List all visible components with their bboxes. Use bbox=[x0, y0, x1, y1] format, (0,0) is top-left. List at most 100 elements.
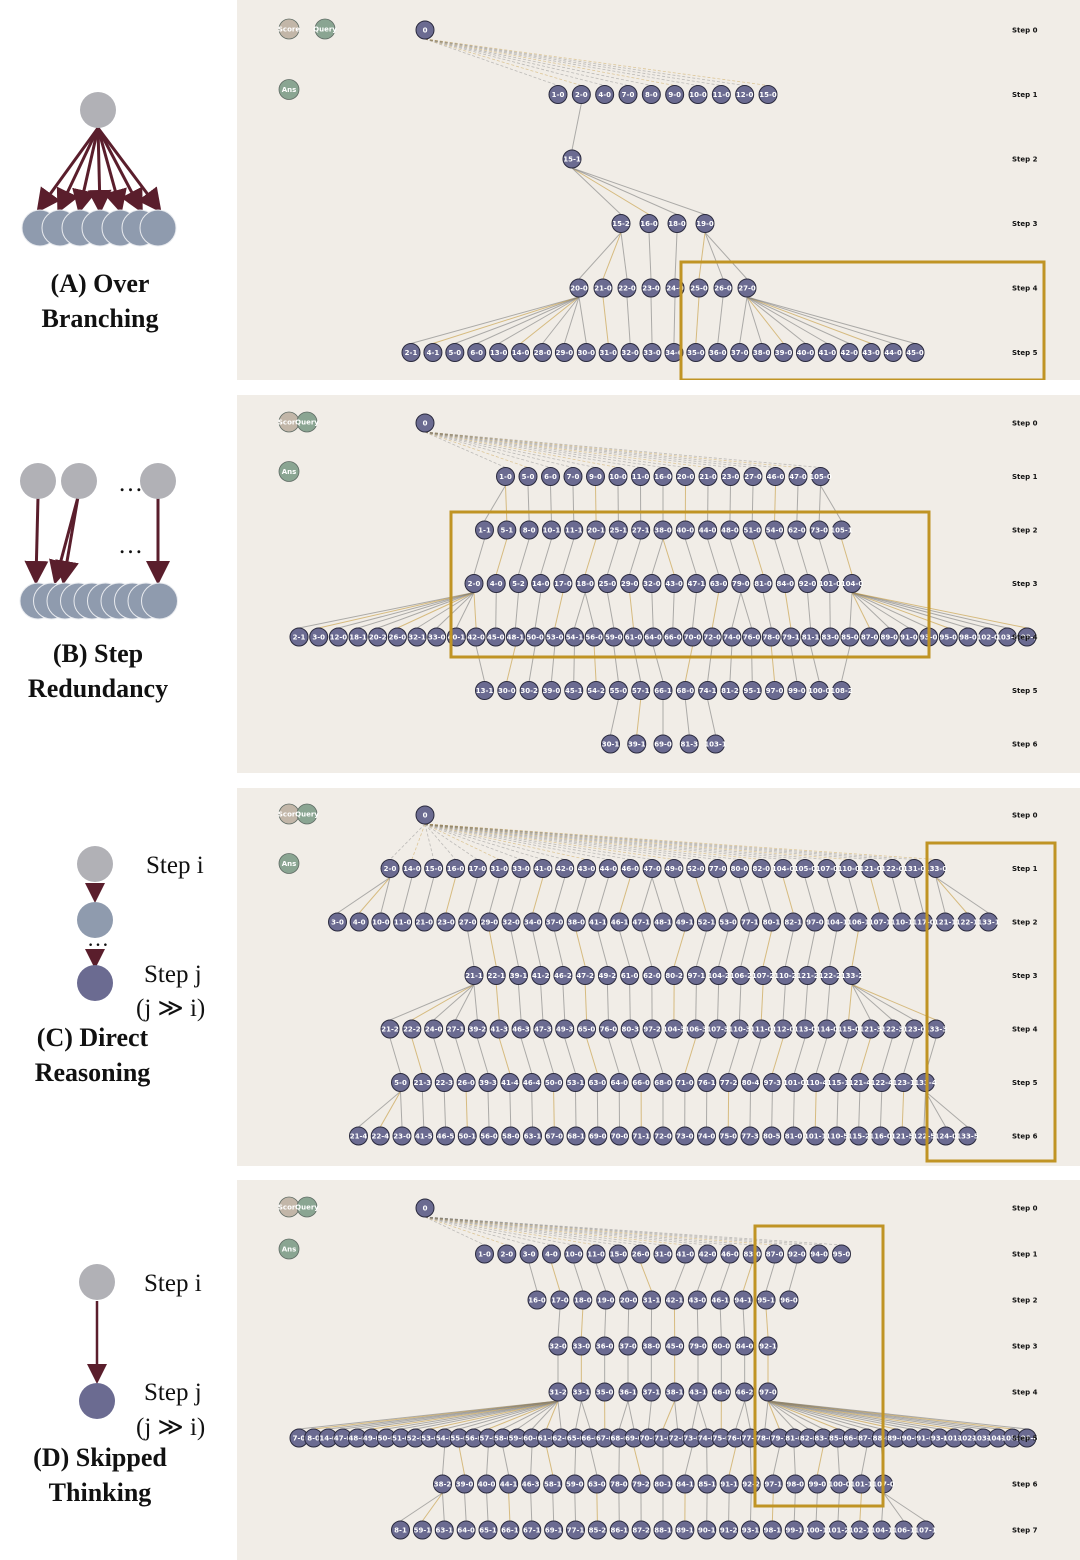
tree-node[interactable] bbox=[795, 343, 815, 362]
tree-node[interactable] bbox=[686, 343, 706, 362]
tree-node[interactable] bbox=[698, 681, 718, 700]
tree-node[interactable] bbox=[730, 343, 750, 362]
tree-node[interactable] bbox=[653, 912, 673, 932]
tree-node[interactable] bbox=[641, 1382, 661, 1402]
tree-node[interactable] bbox=[597, 966, 617, 985]
tree-node[interactable] bbox=[532, 343, 552, 362]
tree-node[interactable] bbox=[289, 627, 309, 647]
tree-node[interactable] bbox=[642, 966, 662, 985]
tree-node[interactable] bbox=[936, 1126, 956, 1146]
tree-node[interactable] bbox=[519, 1244, 539, 1264]
tree-node[interactable] bbox=[601, 734, 620, 754]
tree-node[interactable] bbox=[742, 681, 762, 700]
tree-node[interactable] bbox=[370, 1126, 390, 1146]
tree-node[interactable] bbox=[544, 1520, 564, 1540]
tree-node[interactable] bbox=[775, 574, 795, 593]
tree-node[interactable] bbox=[533, 1019, 553, 1039]
tree-node[interactable] bbox=[729, 1019, 749, 1039]
tree-node[interactable] bbox=[588, 912, 608, 932]
tree-node[interactable] bbox=[829, 1474, 849, 1494]
tree-node[interactable] bbox=[828, 1520, 848, 1540]
tree-node[interactable] bbox=[809, 520, 829, 540]
tree-node[interactable] bbox=[486, 627, 506, 647]
tree-node[interactable] bbox=[434, 1520, 454, 1540]
tree-node[interactable] bbox=[478, 1520, 498, 1540]
tree-node[interactable] bbox=[486, 574, 506, 593]
tree-node[interactable] bbox=[563, 467, 583, 486]
tree-node[interactable] bbox=[456, 1073, 476, 1092]
tree-node[interactable] bbox=[664, 966, 684, 985]
tree-node[interactable] bbox=[598, 1019, 618, 1039]
tree-node[interactable] bbox=[665, 85, 685, 104]
tree-node[interactable] bbox=[531, 966, 551, 985]
tree-node[interactable] bbox=[380, 859, 400, 878]
tree-node[interactable] bbox=[566, 912, 586, 932]
tree-node[interactable] bbox=[740, 912, 760, 932]
tree-node[interactable] bbox=[511, 1019, 531, 1039]
tree-node[interactable] bbox=[751, 859, 771, 878]
tree-node[interactable] bbox=[676, 467, 695, 486]
tree-node[interactable] bbox=[892, 912, 912, 932]
tree-node[interactable] bbox=[784, 1520, 804, 1540]
tree-node[interactable] bbox=[569, 278, 589, 298]
tree-node[interactable] bbox=[464, 966, 484, 985]
tree-node[interactable] bbox=[596, 1290, 616, 1310]
tree-node[interactable] bbox=[548, 1382, 568, 1402]
tree-node[interactable] bbox=[501, 1126, 521, 1146]
tree-node[interactable] bbox=[817, 1019, 837, 1039]
tree-node[interactable] bbox=[643, 627, 663, 647]
tree-node[interactable] bbox=[765, 681, 785, 700]
tree-node[interactable] bbox=[653, 467, 673, 486]
tree-node[interactable] bbox=[708, 343, 728, 362]
tree-node[interactable] bbox=[740, 1126, 760, 1146]
tree-node[interactable] bbox=[564, 627, 584, 647]
tree-node[interactable] bbox=[598, 343, 618, 362]
tree-node[interactable] bbox=[722, 627, 742, 647]
tree-node[interactable] bbox=[571, 85, 591, 104]
tree-node[interactable] bbox=[882, 1019, 902, 1039]
tree-node[interactable] bbox=[697, 1073, 717, 1092]
tree-node[interactable] bbox=[709, 574, 729, 593]
tree-node[interactable] bbox=[708, 1019, 728, 1039]
tree-node[interactable] bbox=[731, 966, 751, 985]
tree-node[interactable] bbox=[553, 574, 573, 593]
tree-node[interactable] bbox=[548, 1336, 568, 1356]
tree-node[interactable] bbox=[653, 1474, 673, 1494]
tree-node[interactable] bbox=[788, 467, 808, 486]
tree-node[interactable] bbox=[609, 1474, 629, 1494]
tree-node[interactable] bbox=[577, 859, 597, 878]
tree-node[interactable] bbox=[575, 574, 595, 593]
tree-node[interactable] bbox=[608, 467, 628, 486]
tree-node[interactable] bbox=[436, 1126, 455, 1146]
tree-node[interactable] bbox=[801, 627, 821, 647]
tree-node[interactable] bbox=[639, 214, 659, 233]
tree-node[interactable] bbox=[882, 859, 902, 878]
tree-node[interactable] bbox=[595, 1336, 615, 1356]
tree-node[interactable] bbox=[566, 1126, 586, 1146]
tree-node[interactable] bbox=[756, 1290, 776, 1310]
tree-node[interactable] bbox=[686, 966, 706, 985]
tree-node[interactable] bbox=[958, 1126, 977, 1146]
tree-node[interactable] bbox=[479, 912, 499, 932]
tree-node[interactable] bbox=[391, 1520, 410, 1540]
tree-node[interactable] bbox=[675, 1073, 695, 1092]
tree-node[interactable] bbox=[631, 1244, 651, 1264]
tree-node[interactable] bbox=[683, 627, 703, 647]
tree-node[interactable] bbox=[401, 343, 421, 362]
tree-node[interactable] bbox=[541, 467, 560, 486]
tree-node[interactable] bbox=[501, 912, 521, 932]
tree-node[interactable] bbox=[828, 1073, 848, 1092]
tree-node[interactable] bbox=[577, 1019, 597, 1039]
tree-node[interactable] bbox=[753, 574, 773, 593]
tree-node[interactable] bbox=[718, 912, 738, 932]
tree-node[interactable] bbox=[531, 574, 551, 593]
tree-node[interactable] bbox=[641, 85, 661, 104]
tree-node[interactable] bbox=[719, 1474, 739, 1494]
tree-node[interactable] bbox=[795, 1019, 815, 1039]
tree-node[interactable] bbox=[675, 912, 695, 932]
tree-node[interactable] bbox=[414, 912, 434, 932]
tree-node[interactable] bbox=[805, 1126, 825, 1146]
tree-node[interactable] bbox=[702, 627, 722, 647]
tree-node[interactable] bbox=[631, 912, 651, 932]
tree-node[interactable] bbox=[587, 1073, 607, 1092]
